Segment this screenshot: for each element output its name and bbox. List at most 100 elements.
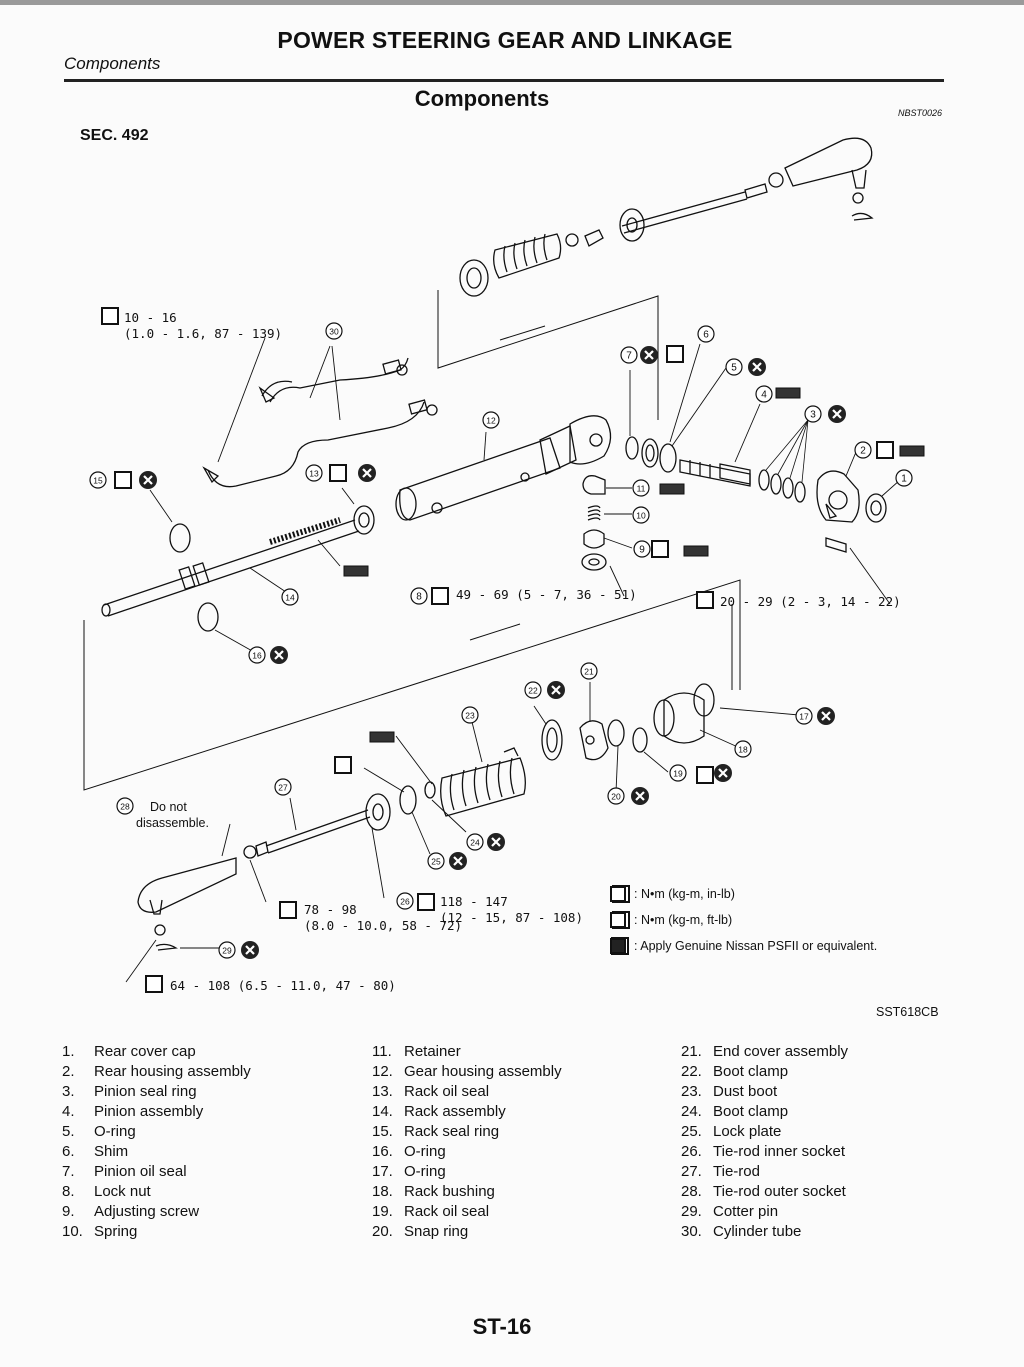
torque-outer-socket: 64 - 108 (6.5 - 11.0, 47 - 80) — [170, 978, 396, 993]
callout-label: 20 — [611, 792, 621, 802]
legend-text: : N•m (kg-m, ft-lb) — [634, 913, 733, 927]
callout-7: 7 — [620, 346, 638, 364]
part-name: O-ring — [94, 1123, 136, 1140]
legend-text: : N•m (kg-m, in-lb) — [634, 887, 735, 901]
part-number: 25. — [681, 1123, 702, 1140]
parts-list-item: 25.Lock plate — [681, 1122, 848, 1142]
parts-list-item: 23.Dust boot — [681, 1082, 848, 1102]
callout-label: 28 — [120, 802, 130, 812]
parts-list-item: 17.O-ring — [372, 1162, 562, 1182]
parts-list-item: 9.Adjusting screw — [62, 1202, 251, 1222]
part-number: 6. — [62, 1143, 75, 1160]
callout-label: 18 — [738, 745, 748, 755]
callout-label: 30 — [329, 327, 339, 337]
parts-list-item: 15.Rack seal ring — [372, 1122, 562, 1142]
parts-list-item: 11. Retainer — [372, 1042, 562, 1062]
parts-list-item: 3.Pinion seal ring — [62, 1082, 251, 1102]
multi-purpose-grease-icon — [343, 565, 369, 577]
spec-symbol-icon — [334, 756, 352, 774]
part-name: Rack oil seal — [404, 1083, 490, 1100]
callout-label: 1 — [901, 474, 907, 485]
part-name: Boot clamp — [713, 1103, 789, 1120]
callout-label: 24 — [470, 838, 480, 848]
part-number: 12. — [372, 1063, 393, 1080]
legend-row-ft-lb: : N•m (kg-m, ft-lb) — [610, 912, 732, 928]
part-number: 22. — [681, 1063, 702, 1080]
part-number: 2. — [62, 1063, 75, 1080]
callout-18: 18 — [734, 740, 752, 758]
callout-label: 14 — [285, 593, 295, 603]
callout-6: 6 — [697, 325, 715, 343]
callout-11: 11 — [632, 479, 650, 497]
callout-4: 4 — [755, 385, 773, 403]
parts-list-item: 18.Rack bushing — [372, 1182, 562, 1202]
torque-cylinder-tube: 10 - 16 — [124, 310, 177, 325]
part-number: 9. — [62, 1203, 75, 1220]
callout-label: 4 — [761, 390, 767, 401]
callout-25: 25 — [427, 852, 445, 870]
parts-list-item: 29.Cotter pin — [681, 1202, 848, 1222]
callout-label: 11 — [637, 484, 646, 494]
part-name: Cylinder tube — [713, 1223, 802, 1240]
spec-symbol-icon — [114, 471, 132, 489]
callout-10: 10 — [632, 506, 650, 524]
exploded-parts-diagram: 1234567891011121314151617181920212223242… — [83, 137, 925, 993]
header-rule — [64, 79, 944, 82]
parts-list-item: 21.End cover assembly — [681, 1042, 848, 1062]
replace-part-icon-cross — [453, 856, 463, 866]
replace-part-icon-cross — [274, 650, 284, 660]
spec-symbol-icon — [431, 587, 449, 605]
lower-dust-boot — [440, 721, 526, 817]
part-name: Rack seal ring — [404, 1123, 500, 1140]
callout-27: 27 — [274, 778, 292, 796]
replace-part-icon-cross — [718, 768, 728, 778]
part-number: 30. — [681, 1223, 702, 1240]
part-number: 3. — [62, 1083, 75, 1100]
callout-29: 29 — [218, 941, 236, 959]
note-do-not: Do not — [150, 800, 187, 814]
parts-list-item: 6.Shim — [62, 1142, 251, 1162]
callout-14: 14 — [281, 588, 299, 606]
replace-part-icon-cross — [635, 791, 645, 801]
callout-24: 24 — [466, 833, 484, 851]
section-number: SEC. 492 — [80, 127, 149, 144]
callout-12: 12 — [482, 411, 500, 429]
spec-symbol-icon — [279, 901, 297, 919]
part-name: Cotter pin — [713, 1203, 779, 1220]
replace-part-icon-cross — [245, 945, 255, 955]
replace-part-icon-cross — [644, 350, 654, 360]
callout-label: 16 — [252, 651, 262, 661]
parts-list-item: 1.Rear cover cap — [62, 1042, 251, 1062]
part-callouts: 1234567891011121314151617181920212223242… — [89, 322, 913, 959]
legend-row-in-lb: : N•m (kg-m, in-lb) — [610, 886, 735, 902]
part-number: 23. — [681, 1083, 702, 1100]
part-number: 28. — [681, 1183, 702, 1200]
part-name: Rear housing assembly — [94, 1063, 251, 1080]
torque-tie-rod-nut: 78 - 98 — [304, 902, 357, 917]
callout-label: 9 — [639, 545, 645, 556]
part-name: Retainer — [404, 1043, 461, 1060]
part-number: 20. — [372, 1223, 393, 1240]
callout-label: 7 — [626, 351, 632, 362]
part-number: 17. — [372, 1163, 393, 1180]
callout-label: 19 — [673, 769, 683, 779]
part-number: 14. — [372, 1103, 393, 1120]
callout-label: 2 — [860, 446, 866, 457]
callout-label: 23 — [465, 711, 475, 721]
torque-inner-socket: 118 - 147 — [440, 894, 508, 909]
parts-list-item: 12.Gear housing assembly — [372, 1062, 562, 1082]
part-name: Snap ring — [404, 1223, 469, 1240]
spec-symbol-icon — [329, 464, 347, 482]
callout-20: 20 — [607, 787, 625, 805]
spec-symbol-icon — [651, 540, 669, 558]
parts-list-item: 10.Spring — [62, 1222, 251, 1242]
cylinder-tubes — [202, 337, 438, 488]
part-number: 11. — [372, 1043, 392, 1060]
rear-housing — [816, 451, 901, 605]
parts-list-item: 7.Pinion oil seal — [62, 1162, 251, 1182]
replace-part-icon-cross — [752, 362, 762, 372]
part-number: 4. — [62, 1103, 75, 1120]
